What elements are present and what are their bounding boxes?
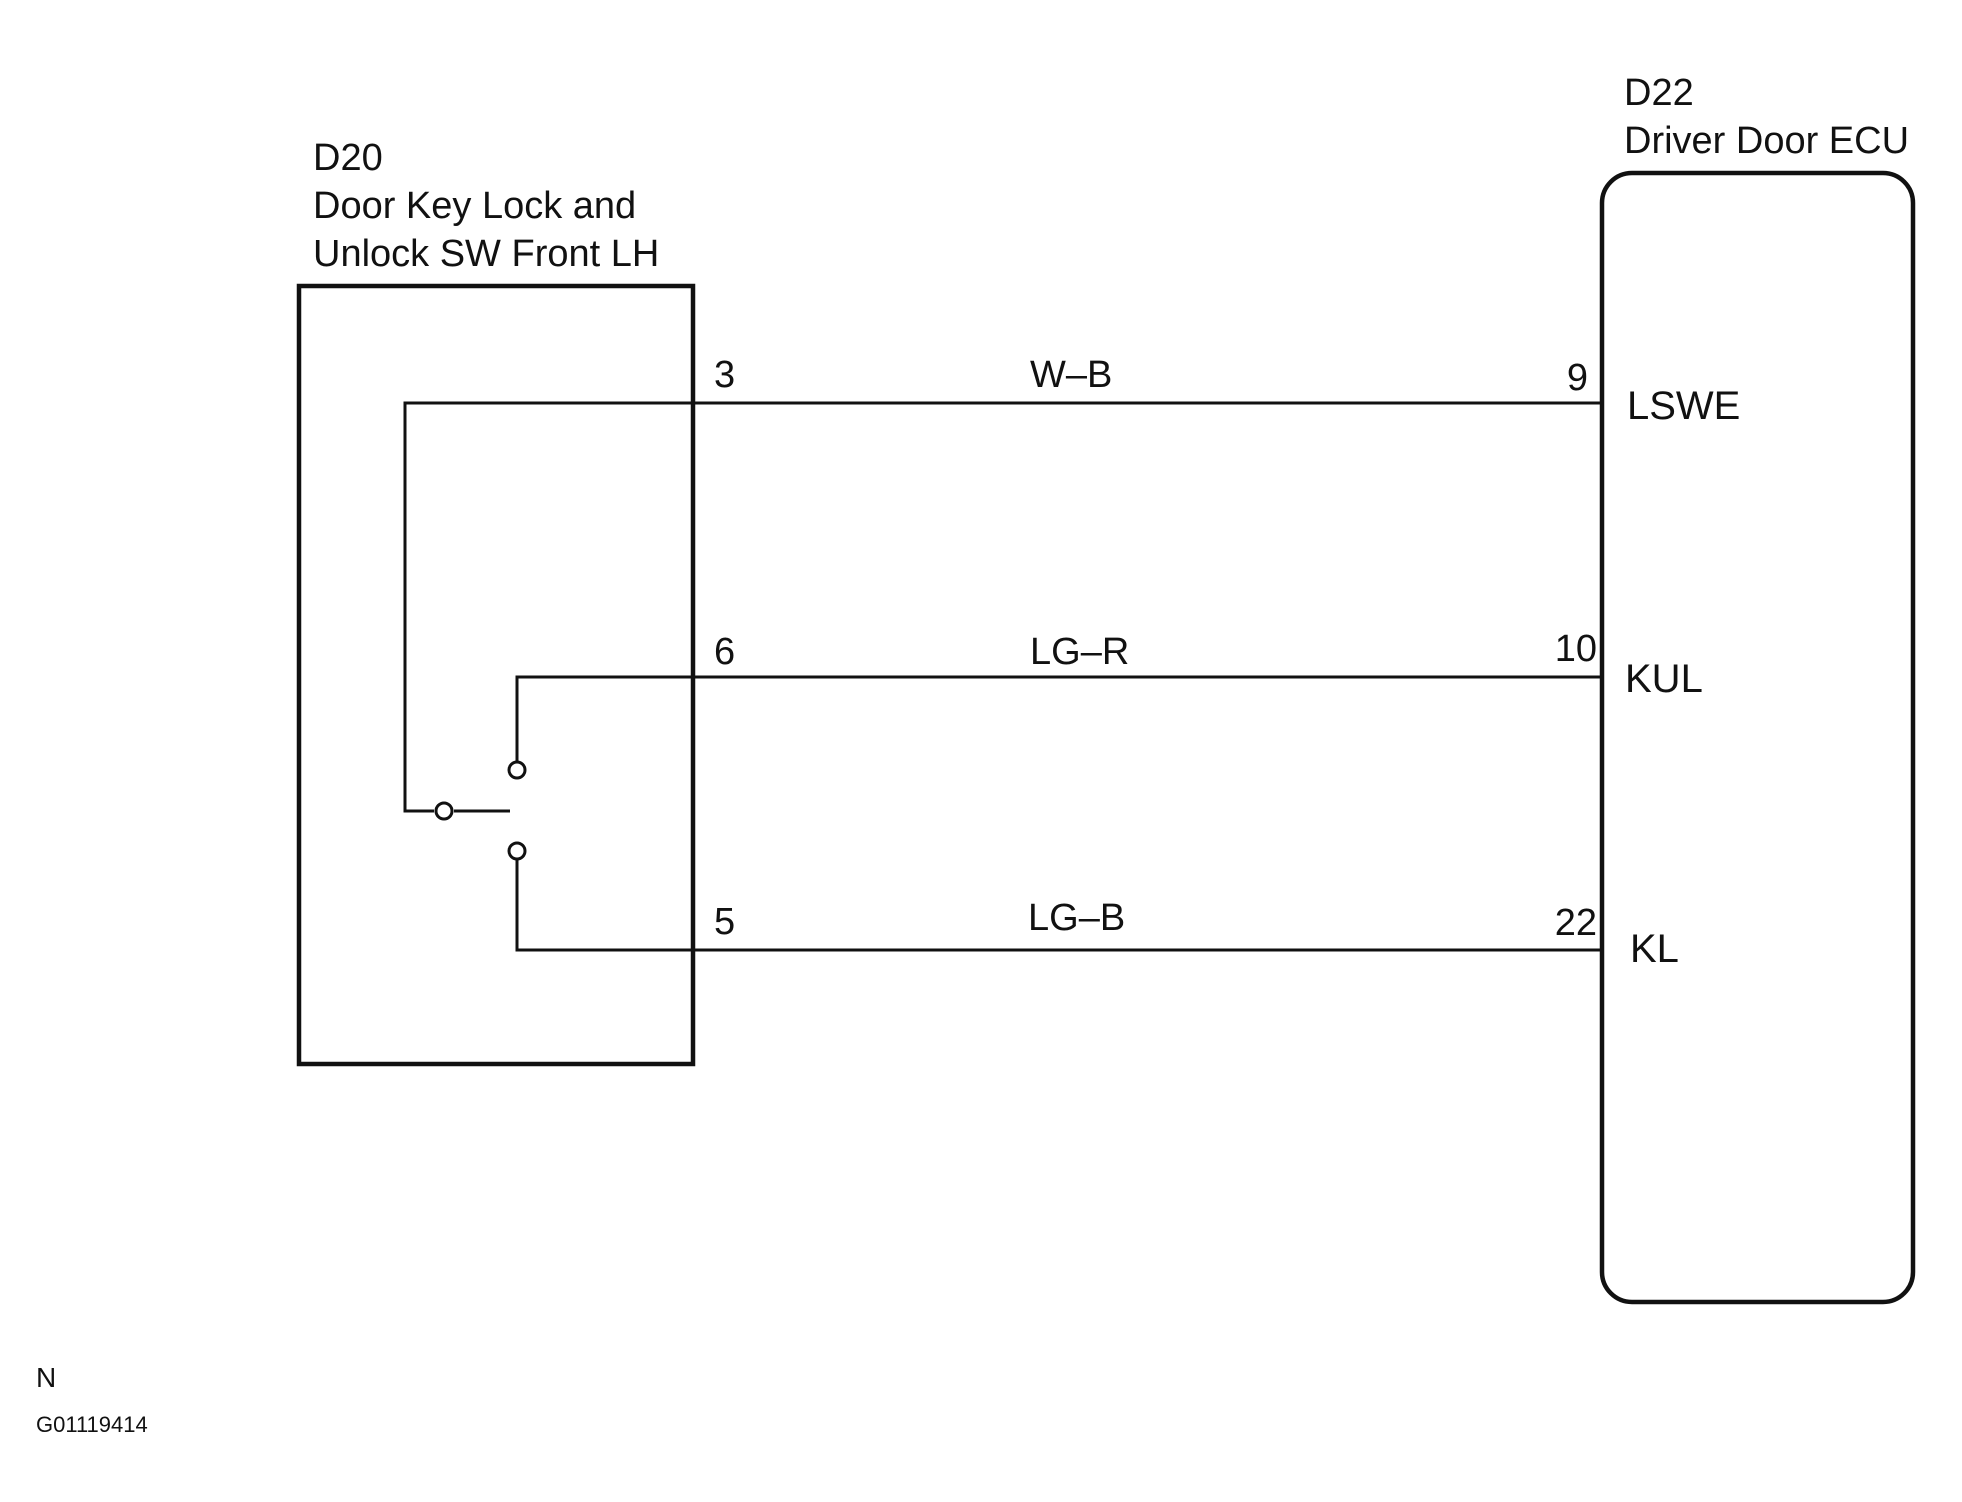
switch-unlock-contact [507, 760, 527, 780]
switch-common-lead [403, 401, 693, 813]
ecu-pin-10-label: 10 [1555, 628, 1597, 670]
ecu-signal-kl: KL [1630, 927, 1679, 971]
ecu-name-label: Driver Door ECU [1624, 120, 1909, 162]
footer-mark: N [36, 1362, 56, 1393]
wire-color-label-1: W–B [1030, 354, 1112, 396]
ecu-signal-lswe: LSWE [1627, 384, 1740, 428]
switch-unlock-lead [515, 675, 693, 761]
switch-name-line1: Door Key Lock and [313, 185, 636, 227]
ecu-box [1599, 170, 1916, 1305]
ecu-pin-22-label: 22 [1555, 902, 1597, 944]
switch-name-line2: Unlock SW Front LH [313, 233, 659, 275]
circuit-lswe: 3 W–B 9 LSWE [693, 354, 1740, 428]
ecu-code-label: D22 [1624, 72, 1694, 114]
switch-common-contact [434, 801, 454, 821]
wire-color-label-2: LG–R [1030, 631, 1129, 673]
switch-pin-5-label: 5 [714, 901, 735, 943]
switch-box [296, 283, 696, 1067]
switch-lock-lead [515, 860, 693, 952]
figure-code: G01119414 [36, 1412, 148, 1437]
wire-color-label-3: LG–B [1028, 897, 1125, 939]
ecu-pin-9-label: 9 [1567, 357, 1588, 399]
switch-pin-6-label: 6 [714, 631, 735, 673]
switch-symbol [403, 401, 693, 952]
circuit-kul: 6 LG–R 10 KUL [693, 628, 1703, 701]
switch-component-d20: D20 Door Key Lock and Unlock SW Front LH [296, 137, 696, 1067]
circuit-kl: 5 LG–B 22 KL [693, 897, 1679, 971]
switch-code-label: D20 [313, 137, 383, 179]
ecu-component-d22: D22 Driver Door ECU [1599, 72, 1916, 1305]
ecu-signal-kul: KUL [1625, 657, 1703, 701]
switch-pin-3-label: 3 [714, 354, 735, 396]
switch-lock-contact [507, 841, 527, 861]
